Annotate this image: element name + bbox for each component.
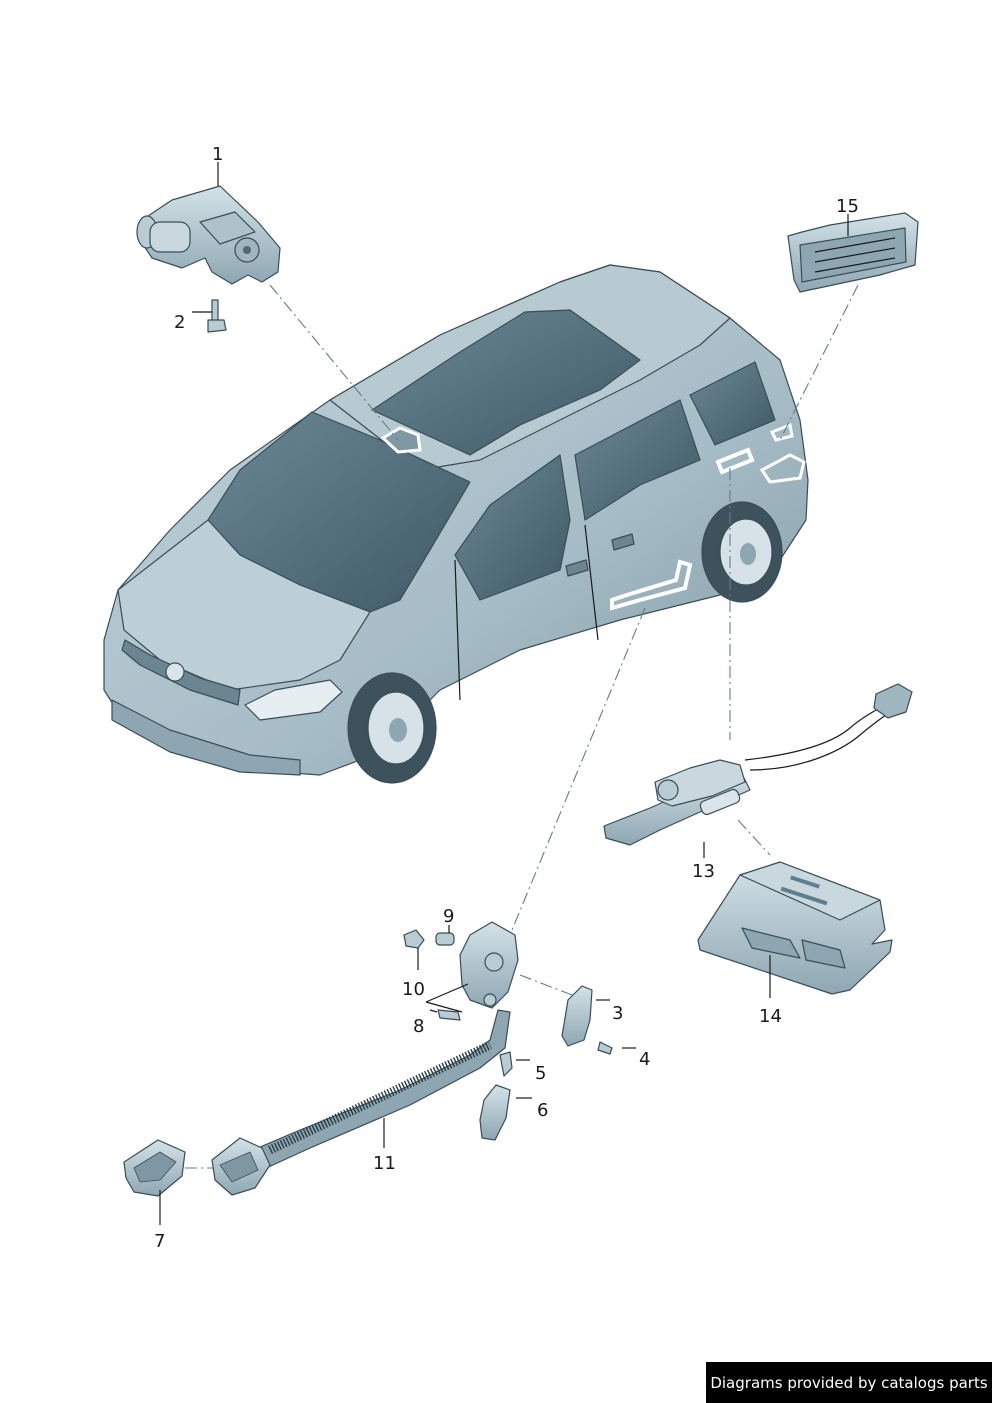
callout-11: 11 (373, 1153, 396, 1174)
part-4-screw (597, 1041, 613, 1055)
callout-8: 8 (413, 1016, 424, 1037)
callout-2: 2 (174, 312, 185, 333)
callout-14: 14 (759, 1006, 782, 1027)
part-14-control-unit (697, 861, 893, 995)
callout-labels: 1 2 3 4 5 6 7 8 9 10 11 13 14 15 (154, 144, 859, 1252)
part-11-rail-assembly (211, 921, 519, 1196)
callout-1: 1 (212, 144, 223, 165)
part-7-end-cap (123, 1139, 186, 1197)
part-2-screw (207, 299, 227, 333)
callout-3: 3 (612, 1003, 623, 1024)
callout-5: 5 (535, 1063, 546, 1084)
locator-lines (185, 284, 859, 1169)
part-13-actuator (603, 683, 913, 846)
part-1-motor (136, 185, 281, 285)
callout-4: 4 (639, 1049, 650, 1070)
part-15-module (787, 212, 919, 293)
credit-banner: Diagrams provided by catalogs parts (706, 1362, 992, 1403)
part-5-clip (499, 1051, 513, 1077)
part-6-cap (479, 1084, 511, 1141)
callout-10: 10 (402, 979, 425, 1000)
leader-lines (159, 162, 849, 1225)
part-3-cover (561, 985, 593, 1047)
part-8-screw (437, 1009, 461, 1021)
callout-13: 13 (692, 861, 715, 882)
callout-15: 15 (836, 196, 859, 217)
part-9-bolt (435, 932, 455, 946)
callout-9: 9 (443, 906, 454, 927)
part-10-nut (403, 929, 425, 949)
callout-6: 6 (537, 1100, 548, 1121)
credit-text: Diagrams provided by catalogs parts (710, 1373, 988, 1392)
callout-7: 7 (154, 1231, 165, 1252)
vehicle-illustration (103, 264, 809, 784)
